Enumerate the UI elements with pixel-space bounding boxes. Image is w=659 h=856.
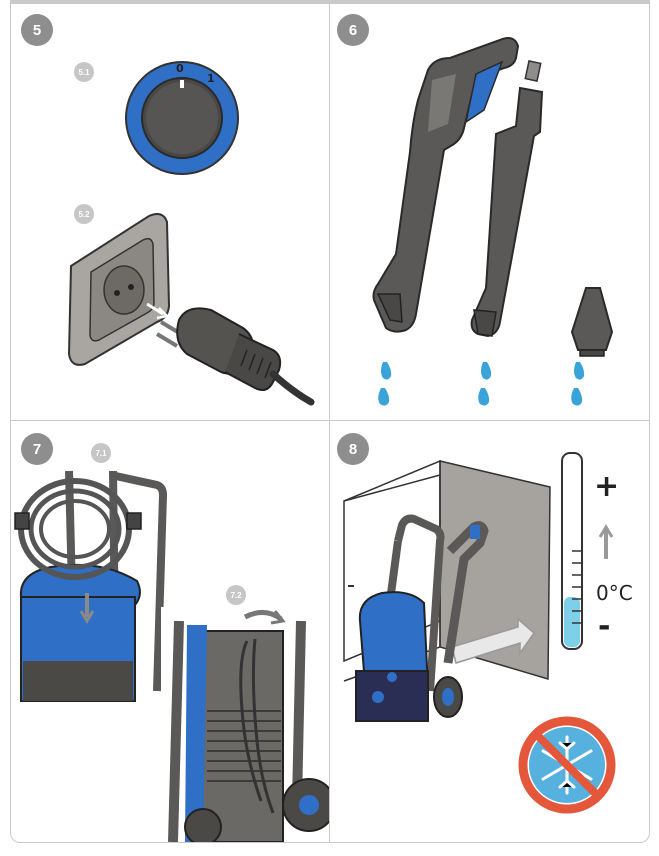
- page-frame: [10, 0, 650, 843]
- step-number-8: 8: [337, 433, 369, 465]
- nozzle-icon: [570, 287, 614, 357]
- power-dial-icon: [125, 61, 239, 175]
- thermometer-icon: [561, 452, 614, 650]
- vertical-divider: [329, 4, 330, 842]
- lance-icon: [470, 60, 544, 338]
- dial-off-label: 0: [176, 62, 184, 75]
- no-frost-icon: [518, 716, 616, 814]
- cable-wrap-icon: [161, 607, 329, 842]
- substep-7-1: 7.1: [91, 443, 111, 463]
- water-drop-icon: [378, 362, 585, 406]
- substep-5-1: 5.1: [74, 62, 94, 82]
- substep-7-2: 7.2: [226, 585, 246, 605]
- step-number-7: 7: [21, 433, 53, 465]
- panel-step-7: 7 7.1 7.2: [11, 421, 329, 842]
- wall-socket-icon: [67, 213, 171, 366]
- hose-reel-icon: [11, 469, 176, 705]
- dial-on-label: 1: [207, 72, 215, 85]
- horizontal-divider: [11, 420, 649, 421]
- panel-step-6: 6: [330, 4, 649, 420]
- substep-5-2: 5.2: [74, 204, 94, 224]
- thermometer-minus: -: [598, 609, 611, 644]
- panel-step-8: 8 + - 0°C: [330, 421, 649, 842]
- plug-icon: [155, 307, 315, 406]
- temperature-label: 0°C: [596, 581, 633, 605]
- step-number-6: 6: [337, 14, 369, 46]
- step-number-5: 5: [21, 14, 53, 46]
- panel-step-5: 5 5.1 5.2 0 1: [11, 4, 329, 420]
- spray-gun-icon: [372, 37, 520, 333]
- pressure-washer-icon: [355, 514, 489, 722]
- thermometer-plus: +: [594, 469, 620, 504]
